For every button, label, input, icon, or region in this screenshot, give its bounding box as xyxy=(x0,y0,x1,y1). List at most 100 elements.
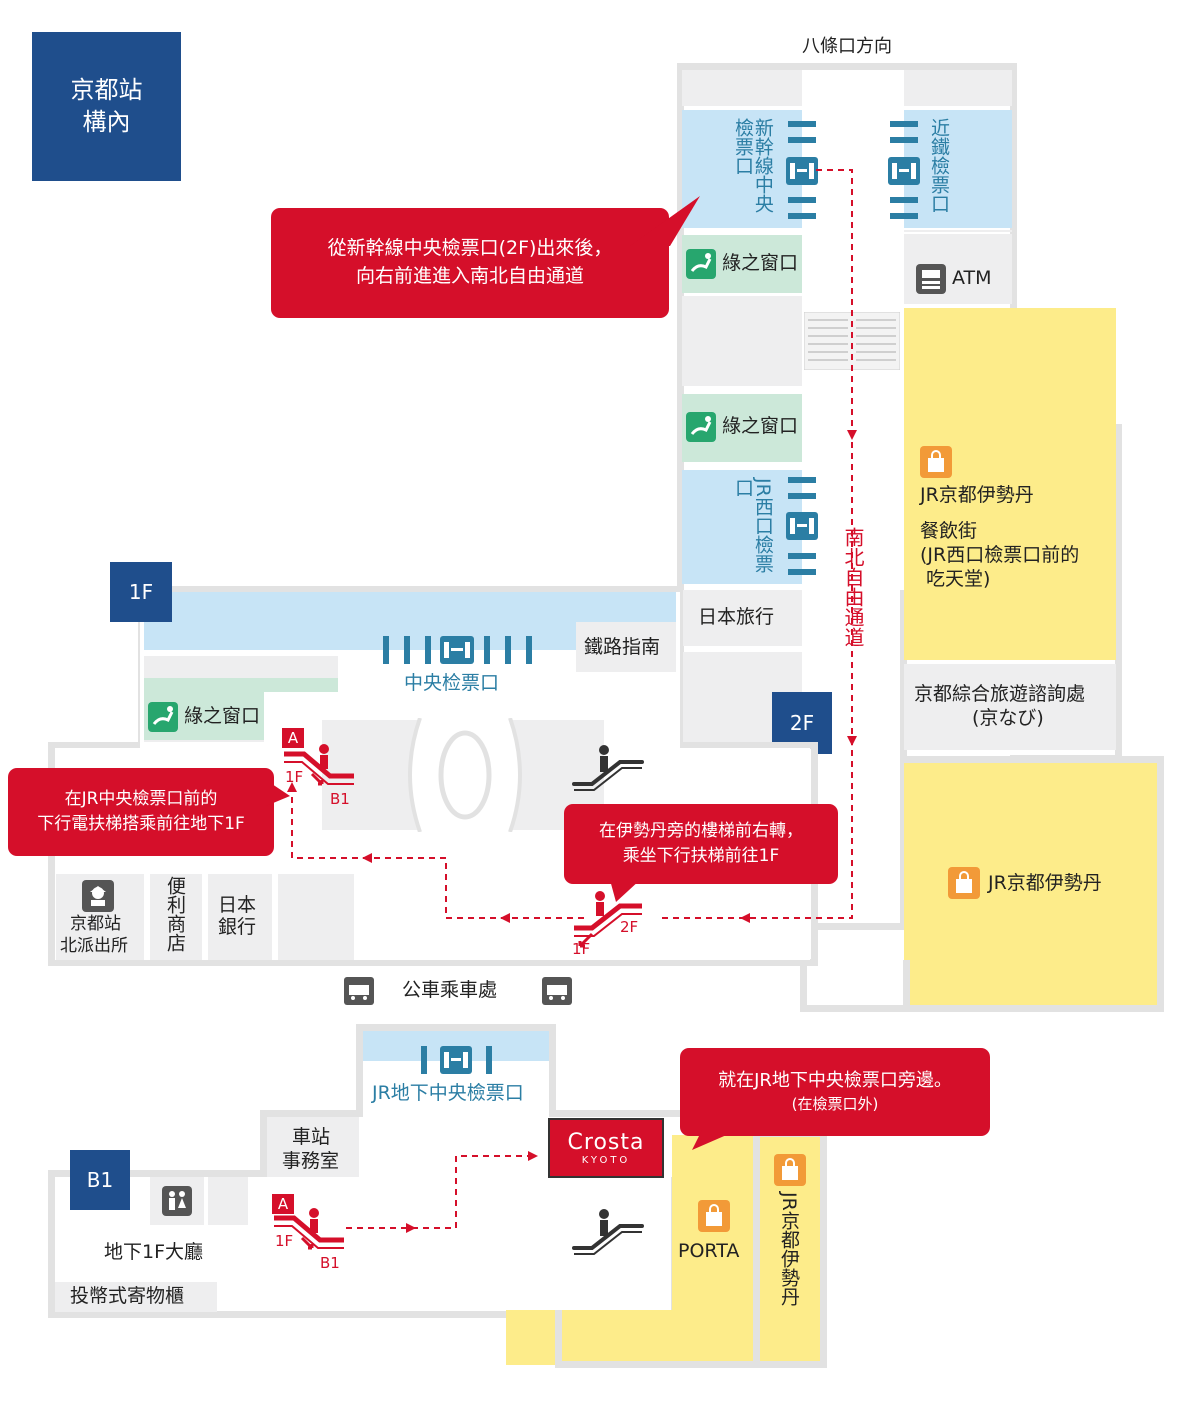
stairs-icon xyxy=(804,312,900,370)
gate-bar xyxy=(788,137,816,143)
gate-bar xyxy=(890,137,918,143)
callout-central-escalator: 在JR中央檢票口前的 下行電扶梯搭乘前往地下1F xyxy=(8,768,274,856)
north-south-passage-label: 南北自由通道 xyxy=(841,525,865,649)
convenience-store-label: 便利商店 xyxy=(163,876,186,952)
b1-hall-label: 地下1F大廳 xyxy=(104,1241,204,1263)
callout-isetan-stairs: 在伊勢丹旁的樓梯前右轉， 乘坐下行扶梯前往1F xyxy=(564,804,838,884)
callout-pointer xyxy=(630,196,700,246)
tourist-info-room xyxy=(904,664,1116,750)
room-block xyxy=(904,230,1012,232)
ticket-gate-icon xyxy=(440,636,474,664)
railway-guide-label: 鐵路指南 xyxy=(584,636,661,658)
station-office-label-1: 車站 xyxy=(292,1126,331,1148)
callout-underground: 就在JR地下中央檢票口旁邊。 (在檢票口外) xyxy=(680,1048,990,1136)
shopping-bag-icon xyxy=(698,1200,730,1232)
midori-window-label: 綠之窗口 xyxy=(722,252,799,274)
central-gate-label: 中央检票口 xyxy=(404,672,500,694)
railway-guide-room xyxy=(576,622,676,672)
midori-window-room xyxy=(144,678,338,692)
underground-central-gate-label: JR地下中央檢票口 xyxy=(372,1082,524,1104)
bus-icon xyxy=(542,977,572,1005)
room-block xyxy=(682,70,802,106)
tourist-info-label-2: (京なび) xyxy=(972,707,1044,729)
shopping-bag-icon xyxy=(920,446,952,478)
top-direction-label: 八條口方向 xyxy=(802,36,892,57)
room-block xyxy=(144,656,338,678)
gate-bar xyxy=(788,569,816,575)
gate-bar xyxy=(890,197,918,203)
police-label-2: 北派出所 xyxy=(60,936,128,956)
escalator-a-badge: A xyxy=(282,728,304,748)
callout-underground-line2: (在檢票口外) xyxy=(791,1095,879,1114)
ticket-gate-icon xyxy=(786,157,818,185)
porta-label: PORTA xyxy=(678,1240,740,1262)
bus-stop-label: 公車乘車處 xyxy=(402,979,498,1001)
gate-bar xyxy=(890,213,918,219)
gate-bar xyxy=(526,636,532,664)
callout-isetan-line2: 乘坐下行扶梯前往1F xyxy=(622,846,780,866)
escalator-1f-label: 1F xyxy=(572,940,591,958)
escalator-1f-label: 1F xyxy=(285,768,304,786)
station-office-label-2: 事務室 xyxy=(282,1150,340,1172)
gate-bar xyxy=(890,121,918,127)
crosta-main-text: Crosta xyxy=(567,1130,645,1155)
restroom-icon xyxy=(162,1186,192,1216)
floor-badge-1f: 1F xyxy=(110,562,172,622)
police-icon xyxy=(82,880,114,912)
escalator-red-icon xyxy=(284,744,354,786)
ticket-gate-icon xyxy=(786,512,818,540)
crosta-sub-text: KYOTO xyxy=(581,1155,631,1166)
gate-bar xyxy=(788,477,816,483)
midori-window-label: 綠之窗口 xyxy=(722,415,799,437)
escalator-b1-label: B1 xyxy=(320,1254,340,1272)
bank-label-2: 銀行 xyxy=(218,916,257,938)
gate-bar xyxy=(486,1046,492,1074)
bank-room xyxy=(208,874,272,960)
isetan-restaurant-label-4: 吃天堂) xyxy=(926,568,991,590)
gate-bar xyxy=(788,197,816,203)
callout-shinkansen-line1: 從新幹線中央檢票口(2F)出來後， xyxy=(327,237,613,260)
callout-pointer xyxy=(692,1130,738,1150)
midori-window-icon xyxy=(686,412,716,442)
atm-label: ATM xyxy=(952,267,992,289)
callout-central-line1: 在JR中央檢票口前的 xyxy=(64,789,218,810)
callout-pointer xyxy=(266,780,290,806)
gate-bar xyxy=(404,636,410,664)
escalator-red-icon xyxy=(574,891,642,948)
bank-label-1: 日本 xyxy=(218,894,257,916)
porta-area xyxy=(506,1310,676,1365)
kintetsu-gate-label: 近鐵檢票口 xyxy=(927,118,950,213)
escalator-icon xyxy=(572,745,644,791)
room-block xyxy=(208,1177,248,1225)
escalator-b1-label: B1 xyxy=(330,790,350,808)
coin-lockers-room xyxy=(55,1282,217,1312)
gate-bar xyxy=(505,636,511,664)
floor-badge-b1: B1 xyxy=(70,1150,130,1210)
isetan-restaurant-area xyxy=(904,308,1116,660)
escalator-1f-label: 1F xyxy=(275,1232,294,1250)
porta-area xyxy=(672,1135,756,1365)
midori-window-icon xyxy=(148,702,178,732)
gate-bar xyxy=(788,553,816,559)
escalator-a-badge: A xyxy=(272,1194,294,1214)
ticket-gate-icon xyxy=(440,1046,472,1074)
isetan-wall xyxy=(800,960,910,1012)
isetan-label: JR京都伊勢丹 xyxy=(988,872,1102,894)
shinkansen-central-gate-label: 新幹線中央檢票口 xyxy=(731,118,774,213)
map-title-line1: 京都站 xyxy=(70,76,143,105)
midori-window-label: 綠之窗口 xyxy=(184,705,261,727)
shopping-bag-icon xyxy=(774,1154,806,1186)
callout-shinkansen: 從新幹線中央檢票口(2F)出來後， 向右前進進入南北自由通道 xyxy=(271,208,669,318)
callout-central-line2: 下行電扶梯搭乘前往地下1F xyxy=(37,814,245,834)
callout-underground-line1: 就在JR地下中央檢票口旁邊。 xyxy=(718,1070,952,1092)
map-title-line2: 構內 xyxy=(82,107,131,136)
kintetsu-gate-zone xyxy=(904,110,1012,228)
gate-bar xyxy=(421,1046,427,1074)
gate-bar xyxy=(383,636,389,664)
station-office-room xyxy=(267,1117,359,1177)
isetan-restaurant-label-3: (JR西口檢票口前的 xyxy=(920,544,1080,566)
tourist-info-label-1: 京都綜合旅遊諮詢處 xyxy=(914,683,1086,705)
escalator-icon xyxy=(572,1209,644,1255)
room-block xyxy=(904,70,1012,106)
map-title-box: 京都站 構內 xyxy=(32,32,181,181)
